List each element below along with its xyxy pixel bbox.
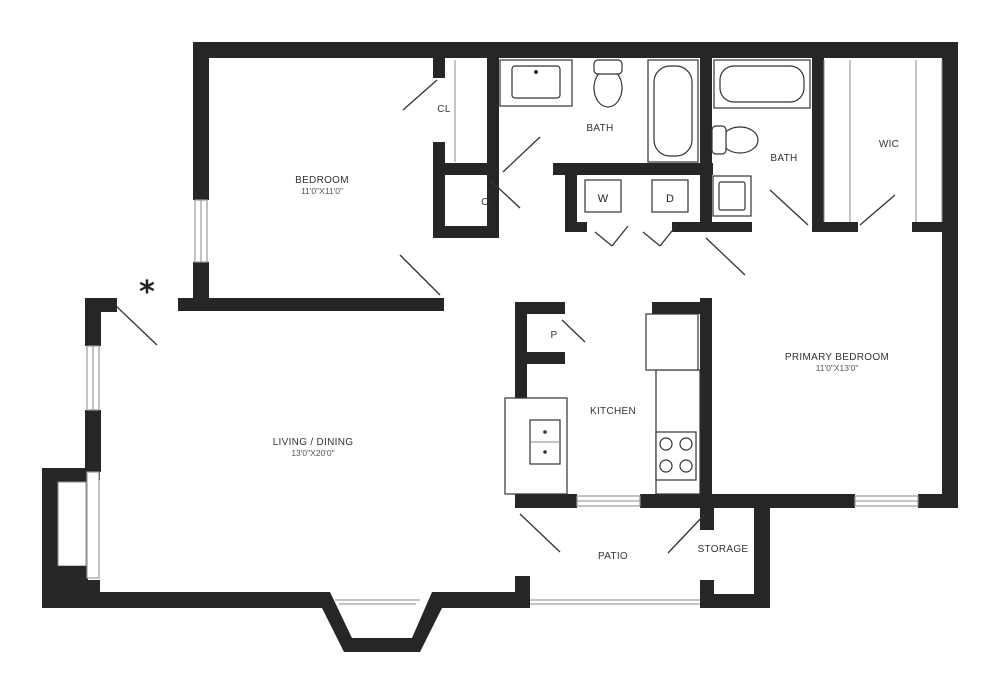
laundry: W D bbox=[584, 179, 689, 213]
bath-left-label: BATH bbox=[586, 123, 613, 134]
kitchen-fixtures bbox=[504, 313, 701, 495]
bath-right-fixtures bbox=[711, 59, 811, 217]
dryer-label: D bbox=[666, 193, 674, 205]
bedroom-label: BEDROOM bbox=[295, 175, 349, 186]
pantry-label: P bbox=[551, 330, 558, 341]
bath-right-label: BATH bbox=[770, 153, 797, 164]
windows bbox=[86, 199, 919, 605]
bath-left-fixtures bbox=[499, 59, 699, 163]
storage-label: STORAGE bbox=[698, 544, 749, 555]
bedroom-dims: 11'0"X11'0" bbox=[301, 186, 343, 196]
living-dining-dims: 13'0"X20'0" bbox=[291, 448, 334, 458]
washer-label: W bbox=[598, 193, 609, 205]
primary-bedroom-label: PRIMARY BEDROOM bbox=[785, 352, 889, 363]
wic-label: WIC bbox=[879, 139, 899, 150]
closet-upper-label: CL bbox=[437, 104, 451, 115]
entry-marker: * bbox=[139, 275, 155, 310]
patio-label: PATIO bbox=[598, 551, 628, 562]
living-dining-label: LIVING / DINING bbox=[273, 437, 354, 448]
closet-shelves bbox=[454, 60, 943, 222]
closet-lower-label: CL bbox=[481, 197, 495, 208]
room-labels: BEDROOM 11'0"X11'0" CL CL BATH BATH WIC … bbox=[273, 104, 899, 562]
kitchen-label: KITCHEN bbox=[590, 406, 636, 417]
walls bbox=[42, 42, 958, 652]
doors bbox=[114, 79, 896, 554]
primary-bedroom-dims: 11'0"X13'0" bbox=[816, 363, 859, 373]
